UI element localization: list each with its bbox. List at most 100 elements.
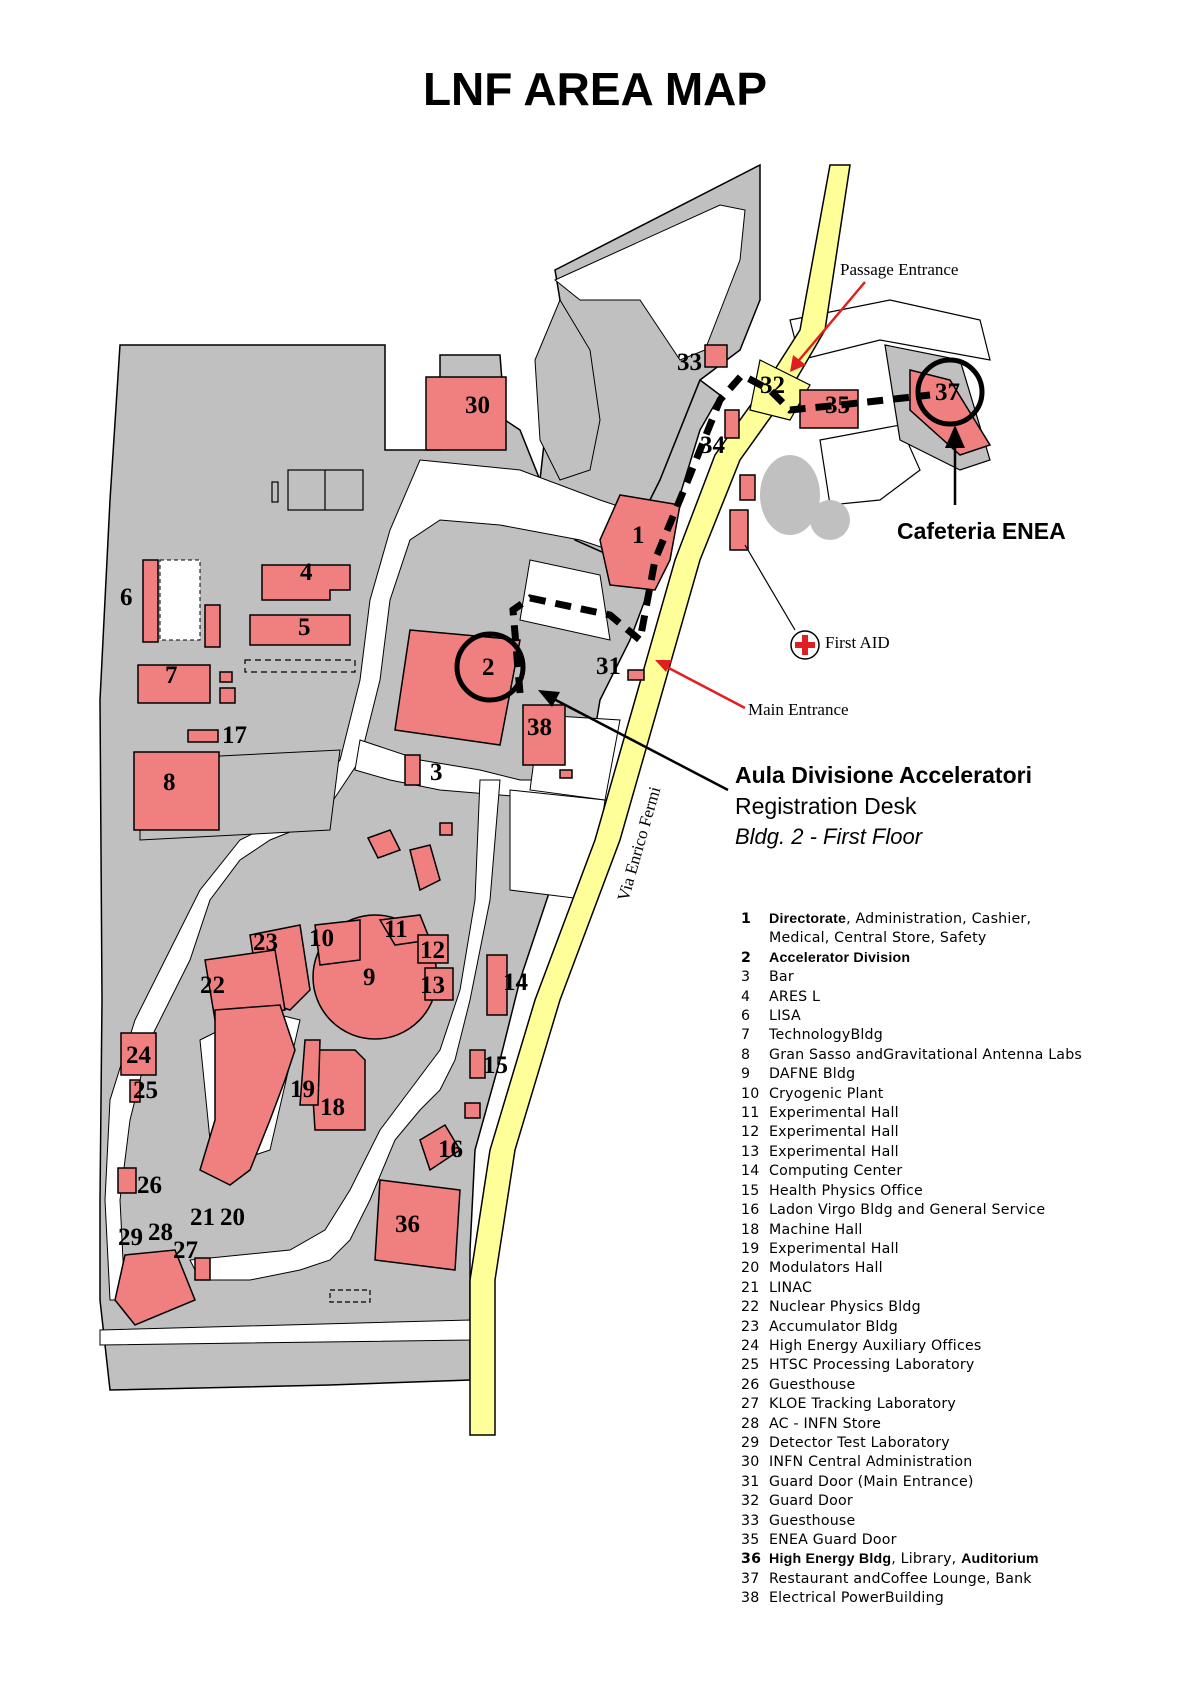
label-9: 9 xyxy=(363,964,376,991)
label-23: 23 xyxy=(253,929,278,956)
building-3d xyxy=(409,844,441,892)
legend-number: 36 xyxy=(741,1551,762,1568)
passage-entrance-label: Passage Entrance xyxy=(840,260,958,279)
label-32: 32 xyxy=(760,372,785,399)
building-guard-31b xyxy=(559,769,573,779)
legend-bold-tail: Auditorium xyxy=(961,1551,1039,1568)
cafeteria-callout: Cafeteria ENEA xyxy=(897,518,1066,544)
legend-text: Nuclear Physics Bldg xyxy=(769,1299,921,1316)
legend-text: Cryogenic Plant xyxy=(769,1085,884,1102)
passage-entrance-arrow xyxy=(794,281,866,366)
legend-number: 7 xyxy=(741,1027,751,1044)
label-29: 29 xyxy=(118,1224,143,1251)
legend-number: 22 xyxy=(741,1299,760,1316)
building-2 xyxy=(394,629,521,746)
aula-callout-sub: Registration Desk xyxy=(735,793,917,819)
label-7: 7 xyxy=(165,662,178,689)
label-30: 30 xyxy=(465,392,490,419)
label-25: 25 xyxy=(133,1077,158,1104)
building-13 xyxy=(424,967,454,1001)
building-17 xyxy=(187,729,219,743)
legend-text: Detector Test Laboratory xyxy=(769,1434,950,1451)
buildings xyxy=(114,344,992,1326)
building-19 xyxy=(299,1039,321,1106)
legend-text: Computing Center xyxy=(769,1163,903,1180)
building-15 xyxy=(469,1049,486,1079)
label-1: 1 xyxy=(632,522,645,549)
legend-text: KLOE Tracking Laboratory xyxy=(769,1396,956,1413)
building-37-circle xyxy=(915,357,985,427)
legend-number: 27 xyxy=(741,1396,760,1413)
building-33 xyxy=(704,344,728,368)
main-entrance-arrow xyxy=(662,663,746,710)
legend-bold-name: Directorate xyxy=(769,911,847,927)
aula-callout-title: Aula Divisione Acceleratori xyxy=(735,762,1032,788)
legend-text: LISA xyxy=(769,1008,801,1025)
label-18: 18 xyxy=(320,1094,345,1121)
legend-number: 18 xyxy=(741,1221,760,1238)
main-arrow-head xyxy=(655,660,672,672)
legend-text: Guard Door xyxy=(769,1493,853,1510)
label-28: 28 xyxy=(148,1219,173,1246)
legend-number: 15 xyxy=(741,1182,760,1199)
legend-text: LINAC xyxy=(769,1279,813,1296)
legend-number: 33 xyxy=(741,1512,760,1529)
legend-text: Medical, Central Store, Safety xyxy=(769,930,987,947)
legend-text: , Library, xyxy=(891,1551,962,1568)
legend-text: ARES L xyxy=(769,988,821,1005)
legend-number: 25 xyxy=(741,1357,760,1374)
label-16: 16 xyxy=(438,1136,463,1163)
cafeteria-arrow-head xyxy=(945,425,965,448)
legend-text: Experimental Hall xyxy=(769,1105,899,1122)
label-31: 31 xyxy=(596,653,621,680)
label-21: 21 xyxy=(190,1204,215,1231)
legend-number: 8 xyxy=(741,1046,751,1063)
legend-text: ENEA Guard Door xyxy=(769,1532,897,1548)
parking-slots xyxy=(244,659,356,673)
walking-route xyxy=(509,370,931,694)
building-12 xyxy=(417,934,449,964)
legend-text: High Energy Auxiliary Offices xyxy=(769,1337,982,1354)
legend-text: INFN Central Administration xyxy=(769,1454,973,1471)
building-34c xyxy=(729,509,749,551)
legend-text: Electrical PowerBuilding xyxy=(769,1590,944,1607)
enea-gray-blobs xyxy=(760,455,850,540)
building-34b xyxy=(739,474,756,501)
label-27: 27 xyxy=(173,1237,198,1264)
building-4 xyxy=(261,564,351,601)
via-enrico-fermi-road xyxy=(469,164,851,1436)
legend-number: 12 xyxy=(741,1124,760,1141)
label-17: 17 xyxy=(222,722,247,749)
label-26: 26 xyxy=(137,1172,162,1199)
label-8: 8 xyxy=(163,769,176,796)
legend-number: 29 xyxy=(741,1434,760,1451)
legend-text: Experimental Hall xyxy=(769,1143,899,1160)
building-numbers: 30 1 4 5 6 7 17 8 2 38 3 31 33 32 34 35 … xyxy=(118,349,960,1264)
aula-arrow-head xyxy=(538,690,560,707)
label-20: 20 xyxy=(220,1204,245,1231)
misc-structures xyxy=(244,469,371,1303)
parking-slots-2 xyxy=(329,1289,371,1303)
building-3 xyxy=(404,754,421,786)
legend-text: TechnologyBldg xyxy=(769,1027,883,1044)
building-25 xyxy=(129,1079,141,1103)
legend-number: 9 xyxy=(741,1066,751,1083)
